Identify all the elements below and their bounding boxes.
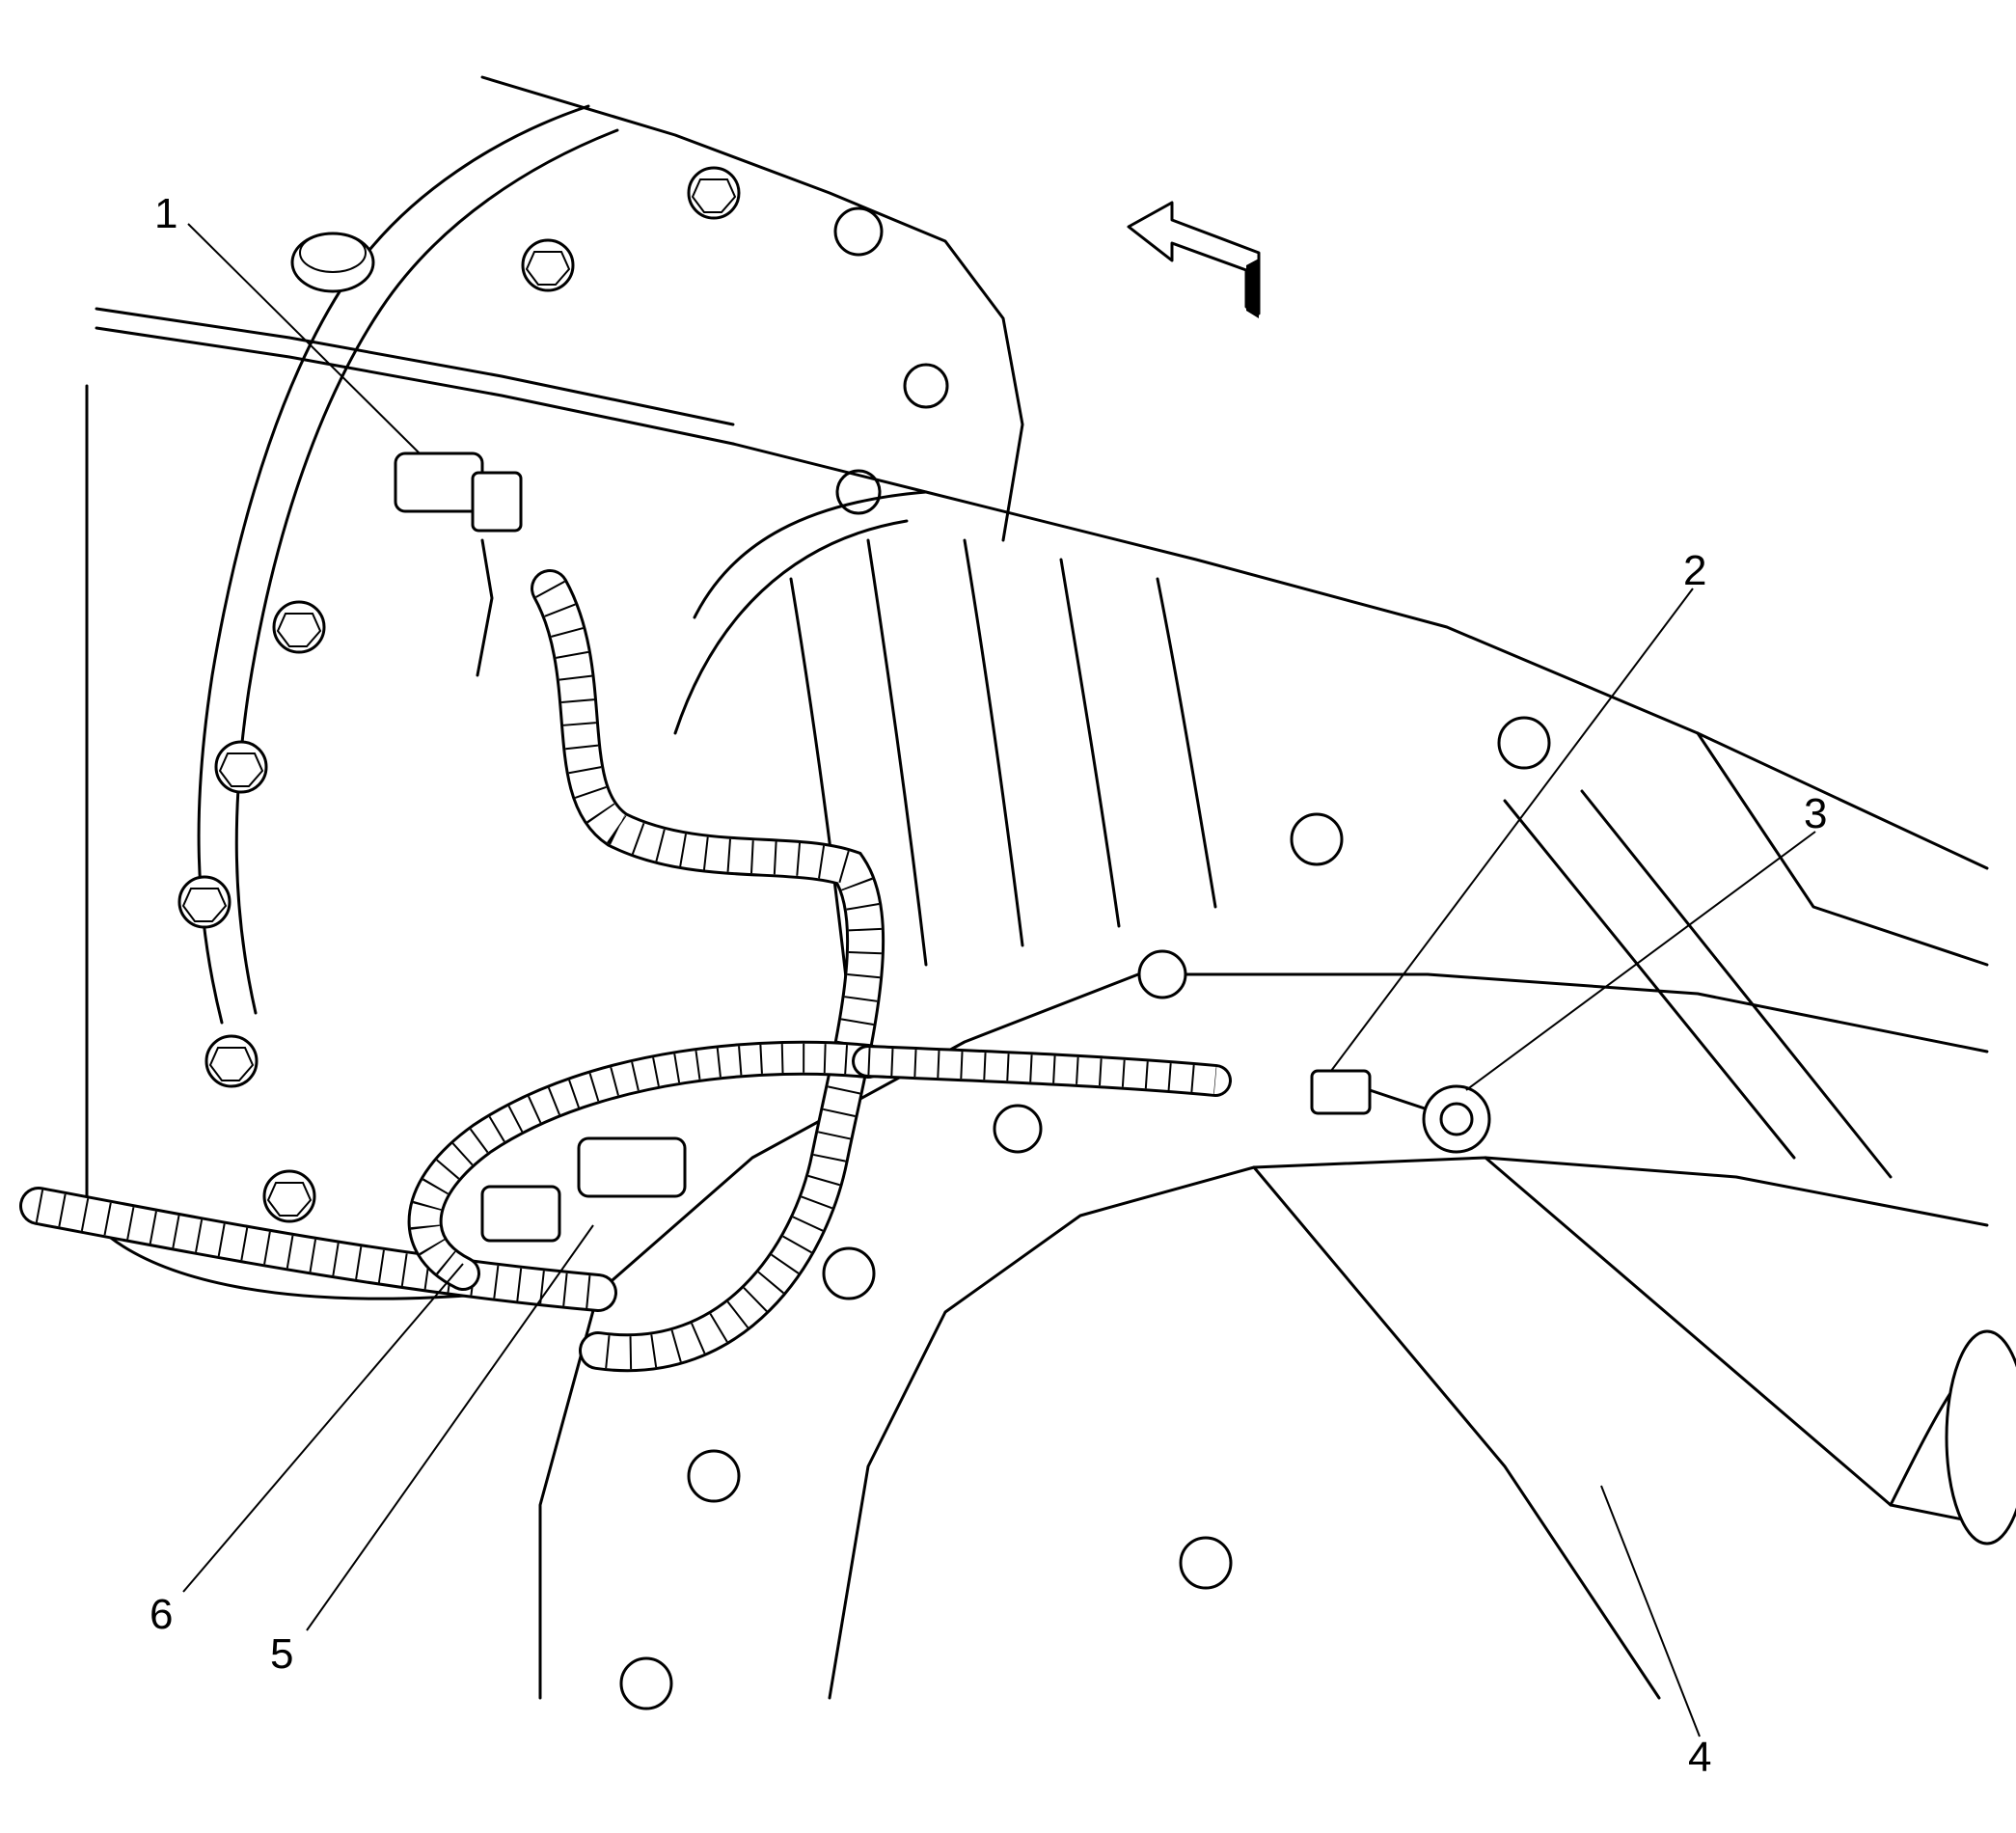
bolt [687,1449,741,1503]
leader-lines [182,223,1816,1737]
leader-line-1 [187,223,421,454]
bolt [521,238,575,292]
bolt [262,1169,316,1223]
upper-connector [394,451,523,677]
bolt [1137,949,1187,999]
front-arrow-icon [1127,201,1261,318]
bolt [687,166,741,220]
bell-housing [85,75,1024,1300]
leader-line-6 [182,1263,464,1593]
bolt [272,600,326,654]
connector-6 [480,1185,561,1243]
leader-line-4 [1600,1485,1701,1737]
bolt [822,1246,876,1300]
callout-3: 3 [1804,790,1828,837]
callout-5: 5 [270,1630,294,1678]
bolt [903,363,949,409]
callout-2: 2 [1683,547,1707,594]
leader-line-2 [1330,588,1694,1072]
bolt [1179,1536,1233,1590]
bolt [1497,716,1551,770]
bolt [204,1034,259,1088]
leader-line-5 [306,1224,594,1631]
bell-housing-bolts [177,166,949,1223]
transmission-case [538,442,2016,1700]
leader-line-3 [1465,831,1816,1091]
callout-1: 1 [154,190,178,237]
bolt [833,206,884,257]
wiring-harness [19,569,1232,1372]
bolt [1290,812,1344,866]
bolt [619,1656,673,1710]
bolt [993,1104,1043,1154]
callout-6: 6 [150,1591,174,1638]
callout-4: 4 [1688,1734,1712,1781]
bolt [835,469,882,515]
bolt [177,875,232,929]
oil-cap [290,232,375,293]
bolt [214,740,268,794]
case-bolts [619,716,1551,1710]
connectors [394,451,1491,1243]
connector-5 [577,1136,687,1198]
vss-sensor [1422,1084,1491,1154]
vss-connector [1310,1069,1430,1115]
